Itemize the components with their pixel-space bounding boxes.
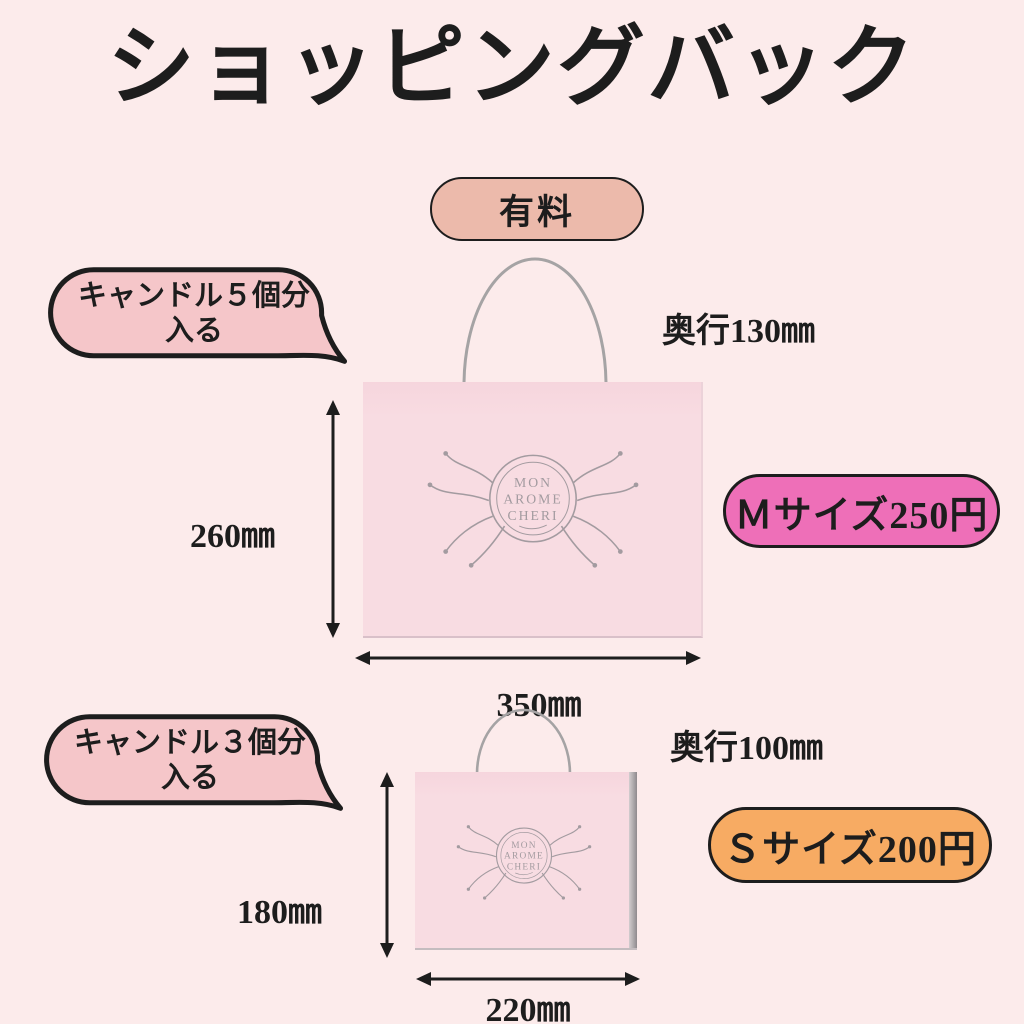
- bag-m-handle: [462, 257, 608, 385]
- bag-m-logo-line1: MON: [514, 475, 552, 490]
- width-label-m: 350㎜: [496, 687, 582, 724]
- speech-bubble-m-shape: [48, 267, 348, 364]
- bag-s-logo-line2: AROME: [504, 852, 544, 862]
- bubble-s-line2: 入る: [160, 762, 219, 794]
- height-arrow-s: [380, 772, 394, 958]
- speech-bubble-m-text: キャンドル５個分 入る: [54, 272, 334, 356]
- paid-badge: 有料: [430, 177, 644, 241]
- price-pill-m-label: Ｍサイズ250円: [734, 494, 989, 537]
- speech-bubble-s-text: キャンドル３個分 入る: [50, 719, 330, 803]
- speech-bubble-m: キャンドル５個分 入る: [46, 264, 350, 367]
- speech-bubble-s: キャンドル３個分 入る: [42, 711, 346, 814]
- width-arrow-s: [416, 972, 640, 986]
- price-pill-m: Ｍサイズ250円: [723, 474, 1000, 548]
- bag-m-logo: MON AROME CHERI: [427, 451, 639, 568]
- bag-s-body: [415, 772, 637, 950]
- speech-bubble-s-shape: [44, 714, 344, 811]
- width-label-s: 220㎜: [485, 992, 571, 1024]
- depth-label-s: 奥行100㎜: [670, 730, 823, 767]
- bag-m-body: [363, 382, 703, 638]
- height-label-m: 260㎜: [190, 518, 275, 555]
- paid-badge-label: 有料: [498, 192, 575, 232]
- bag-s-logo-line3: CHERI: [507, 862, 541, 872]
- bag-s-logo-line1: MON: [511, 841, 537, 851]
- depth-label-m: 奥行130㎜: [662, 313, 815, 350]
- bubble-s-line1: キャンドル３個分: [73, 727, 306, 760]
- page-title: ショッピングバック: [106, 20, 917, 117]
- height-arrow-m: [326, 400, 340, 638]
- bag-m-logo-line2: AROME: [503, 491, 562, 506]
- height-label-s: 180㎜: [237, 894, 322, 931]
- bag-s-handle: [475, 708, 572, 774]
- bubble-m-line2: 入る: [164, 315, 223, 347]
- bag-s-logo: MON AROME CHERI: [456, 825, 592, 900]
- width-arrow-m: [355, 651, 701, 665]
- price-pill-s-label: Ｓサイズ200円: [723, 828, 977, 871]
- price-pill-s: Ｓサイズ200円: [708, 807, 992, 883]
- bubble-m-line1: キャンドル５個分: [77, 280, 310, 313]
- bag-s-side-gusset: [629, 772, 637, 948]
- bag-m-logo-line3: CHERI: [508, 508, 559, 523]
